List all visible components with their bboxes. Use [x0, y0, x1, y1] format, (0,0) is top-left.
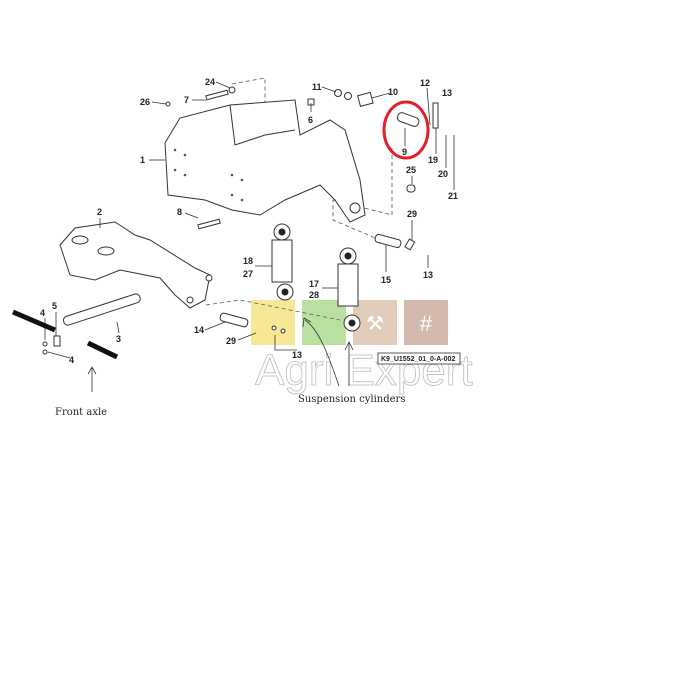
- suspension-arrow: [302, 317, 340, 387]
- part-labels: 24 26 7 11 10 12 13 6 9 19 20 21 25 1 8 …: [40, 77, 458, 365]
- part-label-11[interactable]: 11: [312, 82, 322, 92]
- part-label-8[interactable]: 8: [177, 207, 182, 217]
- part-label-26[interactable]: 26: [140, 97, 150, 107]
- suspension-cylinders-caption: Suspension cylinders: [298, 394, 405, 405]
- small-parts: [42, 86, 439, 355]
- axle-support-part-2[interactable]: [59, 221, 213, 309]
- part-label-6[interactable]: 6: [308, 115, 313, 125]
- part-label-10[interactable]: 10: [388, 87, 398, 97]
- part-label-1[interactable]: 1: [140, 155, 145, 165]
- tools-icon: ⚒: [366, 313, 384, 335]
- part-label-4[interactable]: 4: [40, 308, 45, 318]
- reference-code: K9_U1552_01_0-A-002: [381, 356, 455, 363]
- part-label-21[interactable]: 21: [448, 191, 458, 201]
- part-label-24[interactable]: 24: [205, 77, 215, 87]
- part-label-4[interactable]: 4: [69, 355, 74, 365]
- suspension-cylinder-18-27[interactable]: [271, 223, 294, 301]
- category-tiles: ⚒ #: [251, 300, 448, 345]
- part-label-17[interactable]: 17: [309, 279, 319, 289]
- part-label-29[interactable]: 29: [226, 336, 236, 346]
- part-label-7[interactable]: 7: [184, 95, 189, 105]
- part-label-9[interactable]: 9: [402, 147, 407, 157]
- part-label-13[interactable]: 13: [442, 88, 452, 98]
- part-label-3[interactable]: 3: [116, 334, 121, 344]
- suspension-cylinder-17-28[interactable]: [337, 247, 361, 332]
- part-label-27[interactable]: 27: [243, 269, 253, 279]
- part-label-5[interactable]: 5: [52, 301, 57, 311]
- part-label-15[interactable]: 15: [381, 275, 391, 285]
- part-label-20[interactable]: 20: [438, 169, 448, 179]
- part-label-19[interactable]: 19: [428, 155, 438, 165]
- part-label-13[interactable]: 13: [292, 350, 302, 360]
- reference-box: [377, 352, 461, 365]
- front-axle-marker: [86, 340, 119, 360]
- part-label-28[interactable]: 28: [309, 290, 319, 300]
- front-bracket-part-1[interactable]: [164, 99, 366, 223]
- part-label-13[interactable]: 13: [423, 270, 433, 280]
- part-label-29[interactable]: 29: [407, 209, 417, 219]
- part-label-18[interactable]: 18: [243, 256, 253, 266]
- front-axle-arrow: [87, 366, 97, 392]
- part-label-25[interactable]: 25: [406, 165, 416, 175]
- part-label-14[interactable]: 14: [194, 325, 204, 335]
- suspension-arrow: [344, 341, 354, 386]
- highlight-circle: [382, 100, 430, 160]
- part-label-2[interactable]: 2: [97, 207, 102, 217]
- front-axle-caption: Front axle: [55, 407, 107, 418]
- fence-icon: #: [420, 311, 433, 336]
- tractor-category-tile[interactable]: [251, 300, 295, 345]
- part-label-12[interactable]: 12: [420, 78, 430, 88]
- wheelbarrow-category-tile[interactable]: [302, 300, 346, 345]
- fence-category-tile[interactable]: [404, 300, 448, 345]
- front-axle-marker: [12, 309, 56, 333]
